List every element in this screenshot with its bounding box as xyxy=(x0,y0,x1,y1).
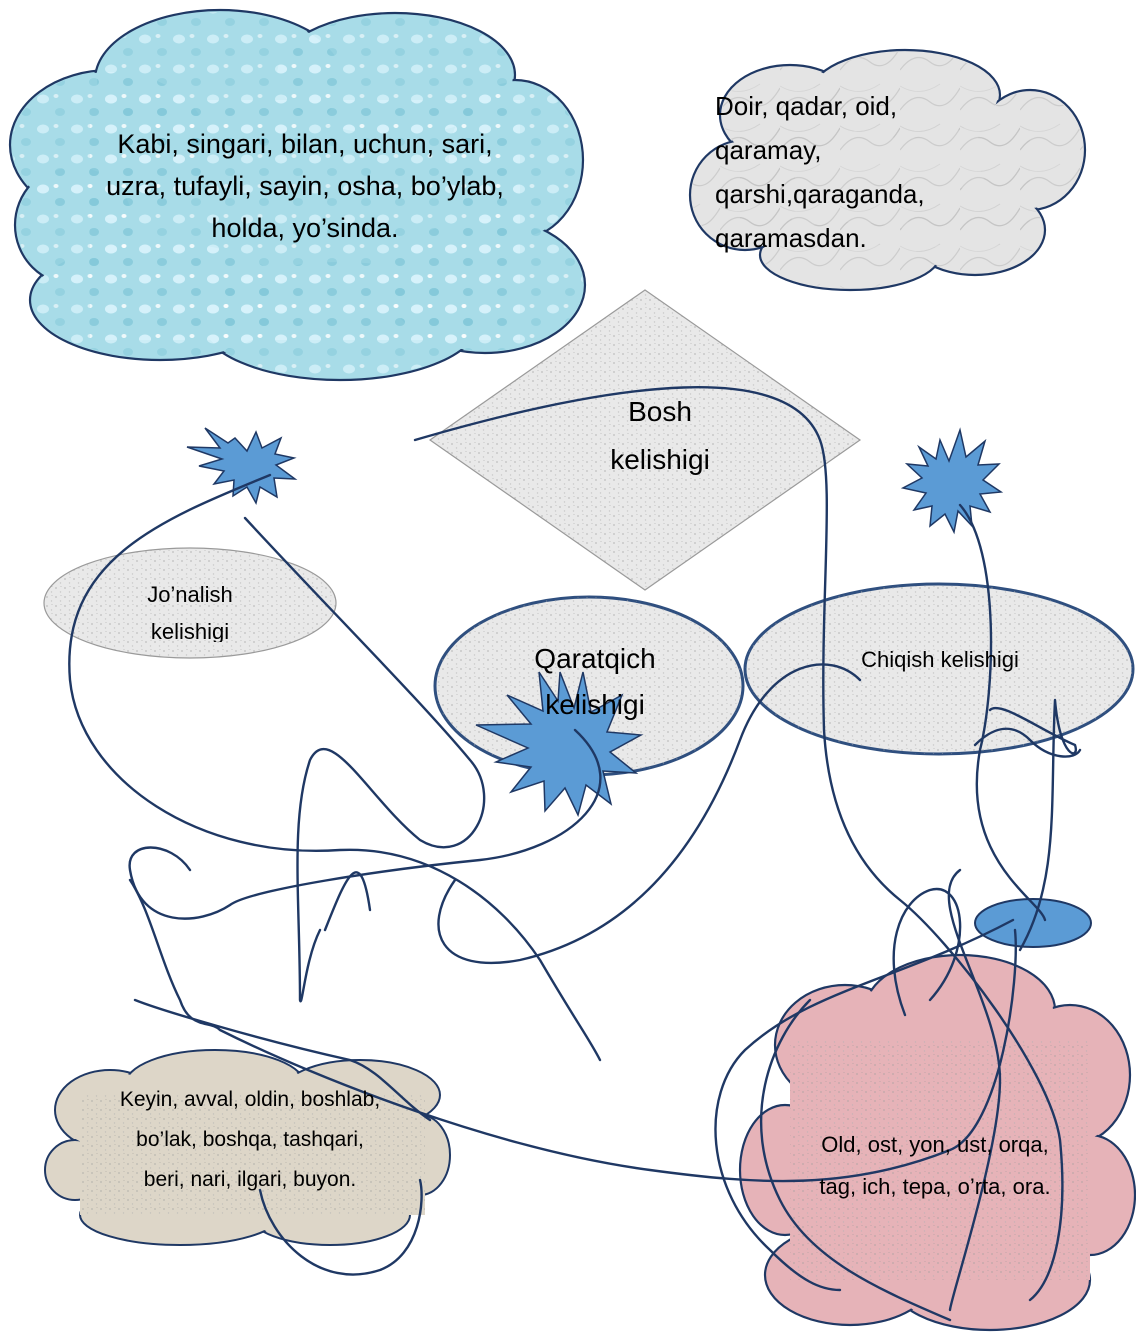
text-line: qarshi,qaraganda, xyxy=(715,179,925,209)
text-line: Bosh xyxy=(628,396,692,427)
text-line: holda, yo’sinda. xyxy=(211,213,399,243)
text-line: Jo’nalish xyxy=(147,582,233,607)
text-line: kelishigi xyxy=(150,619,230,642)
text-line: tag, ich, tepa, o’rta, ora. xyxy=(819,1174,1051,1199)
cloud-bottom-left-text: Keyin, avval, oldin, boshlab, bo’lak, bo… xyxy=(55,1080,445,1200)
text-line: beri, nari, ilgari, buyon. xyxy=(143,1168,357,1191)
cloud-bottom-right xyxy=(738,953,1136,1332)
jonalish-label: Jo’nalish kelishigi xyxy=(90,576,290,642)
text-line: kelishigi xyxy=(545,689,645,720)
text-line: Chiqish kelishigi xyxy=(861,647,1019,672)
chiqish-label: Chiqish kelishigi xyxy=(800,645,1080,675)
text-line: Doir, qadar, oid, xyxy=(715,91,898,121)
cloud-bottom-left xyxy=(44,1049,451,1246)
text-line: qaramay, xyxy=(715,135,822,165)
text-line: qaramasdan. xyxy=(715,223,867,253)
qaratqich-label: Qaratqich kelishigi xyxy=(475,636,715,728)
cloud-top-left-text: Kabi, singari, bilan, uchun, sari, uzra,… xyxy=(40,123,570,249)
star-burst-1 xyxy=(186,427,298,506)
text-line: Old, ost, yon, ust, orqa, xyxy=(821,1132,1049,1157)
bosh-diamond xyxy=(428,289,862,591)
bosh-label: Bosh kelishigi xyxy=(560,388,760,484)
text-line: Kabi, singari, bilan, uchun, sari, xyxy=(117,129,493,159)
star-burst-2 xyxy=(900,427,1004,535)
cloud-top-right xyxy=(688,48,1087,292)
jonalish-ellipse xyxy=(43,547,337,659)
text-line: kelishigi xyxy=(610,444,710,475)
cloud-top-left xyxy=(8,8,587,382)
text-line: Keyin, avval, oldin, boshlab, xyxy=(119,1088,381,1111)
freehand-strokes xyxy=(68,386,1082,1322)
text-line: uzra, tufayli, sayin, osha, bo’ylab, xyxy=(106,171,504,201)
cloud-top-right-text: Doir, qadar, oid, qaramay, qarshi,qaraga… xyxy=(715,84,1005,260)
cloud-bottom-right-text: Old, ost, yon, ust, orqa, tag, ich, tepa… xyxy=(745,1124,1125,1208)
text-line: Qaratqich xyxy=(534,643,656,674)
chiqish-ellipse xyxy=(743,582,1135,756)
text-line: bo’lak, boshqa, tashqari, xyxy=(136,1128,364,1151)
